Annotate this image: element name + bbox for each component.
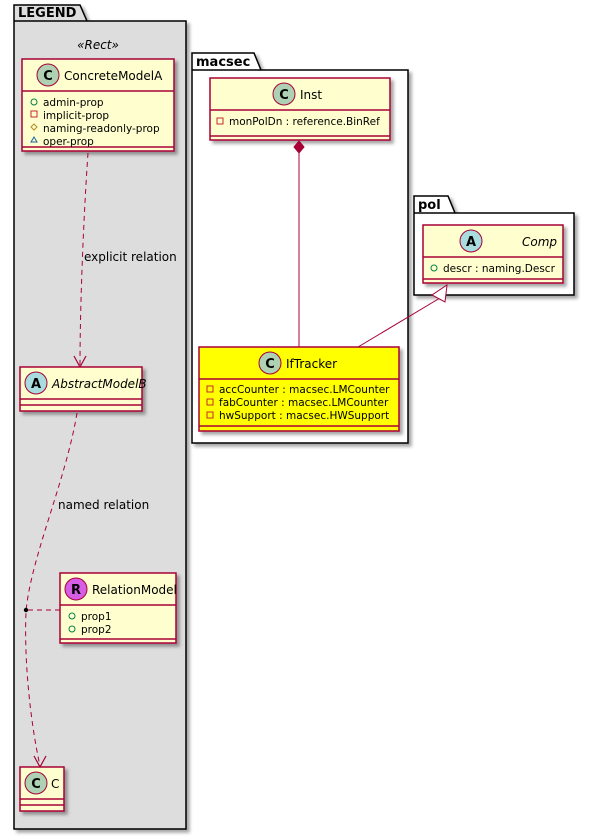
abstract-badge-icon: A (31, 377, 41, 392)
protected-visibility-icon (30, 123, 38, 131)
private-visibility-icon (206, 385, 214, 393)
inheritance-triangle-icon (431, 283, 448, 303)
explicit-relation-edge: explicit relation (73, 152, 177, 369)
public-visibility-icon (68, 612, 76, 620)
class-badge-icon: C (31, 777, 41, 792)
class-name: ConcreteModelA (64, 69, 163, 83)
legend-package-title: LEGEND (18, 6, 77, 21)
class-comp[interactable]: A Comp descr : naming.Descr (422, 224, 564, 284)
prop-implicit: implicit-prop (43, 110, 109, 122)
class-badge-icon: C (279, 88, 289, 103)
class-c[interactable]: C C (19, 766, 65, 812)
private-visibility-icon (30, 110, 38, 118)
prop-monpoldn: monPolDn : reference.BinRef (229, 116, 380, 128)
private-visibility-icon (206, 398, 214, 406)
explicit-relation-label: explicit relation (84, 250, 177, 264)
class-name: Inst (300, 88, 322, 102)
class-name: Comp (522, 235, 557, 249)
class-name: C (51, 777, 59, 791)
named-relation-label: named relation (58, 498, 149, 512)
class-badge-icon: C (43, 69, 53, 84)
private-visibility-icon (216, 117, 224, 125)
association-point-icon (23, 607, 29, 613)
package-visibility-icon (30, 136, 38, 143)
prop-admin: admin-prop (43, 97, 104, 109)
relation-badge-icon: R (71, 583, 81, 598)
prop-oper: oper-prop (43, 136, 94, 148)
class-badge-icon: C (265, 357, 275, 372)
class-name: RelationModel (92, 583, 177, 597)
generalization-edge (357, 283, 448, 348)
class-concrete-model-a[interactable]: C ConcreteModelA admin-prop implicit-pro… (21, 58, 175, 152)
class-iftracker[interactable]: C IfTracker accCounter : macsec.LMCounte… (198, 346, 400, 432)
prop-naming-readonly: naming-readonly-prop (43, 123, 160, 135)
public-visibility-icon (68, 625, 76, 633)
class-relation-model[interactable]: R RelationModel prop1 prop2 (59, 572, 177, 644)
composition-edge (293, 140, 305, 347)
prop-hwsupport: hwSupport : macsec.HWSupport (219, 410, 389, 422)
macsec-package-title: macsec (196, 55, 250, 70)
prop-prop1: prop1 (81, 611, 112, 623)
prop-descr: descr : naming.Descr (443, 263, 556, 275)
private-visibility-icon (206, 411, 214, 419)
class-name: AbstractModelB (51, 377, 147, 391)
public-visibility-icon (430, 264, 438, 272)
public-visibility-icon (30, 98, 38, 106)
abstract-badge-icon: A (466, 235, 476, 250)
class-inst[interactable]: C Inst monPolDn : reference.BinRef (209, 77, 391, 141)
prop-fabcounter: fabCounter : macsec.LMCounter (219, 397, 389, 409)
macsec-package: macsec (191, 52, 409, 444)
pol-package-title: pol (418, 198, 441, 213)
prop-acccounter: accCounter : macsec.LMCounter (219, 384, 390, 396)
class-abstract-model-b[interactable]: A AbstractModelB (19, 366, 147, 412)
class-name: IfTracker (286, 357, 337, 371)
legend-stereotype: «Rect» (77, 38, 119, 52)
prop-prop2: prop2 (81, 624, 112, 636)
